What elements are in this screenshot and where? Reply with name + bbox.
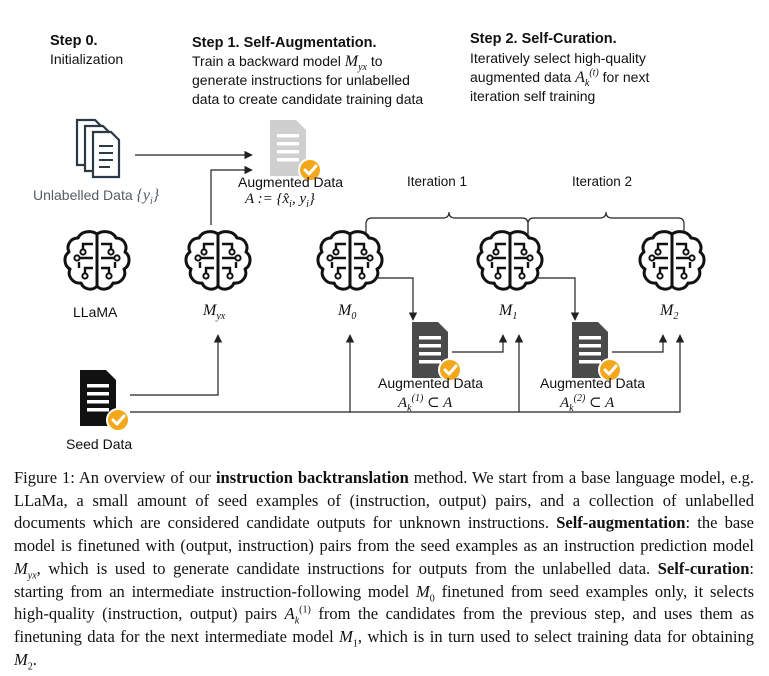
step0-title: Step 0. — [50, 33, 98, 49]
unlabelled-docs-icon — [75, 118, 121, 179]
step1-text: Train a backward model Myx to generate i… — [192, 53, 424, 107]
iteration-2-label: Iteration 2 — [572, 174, 633, 189]
llama-brain-icon — [63, 230, 131, 291]
connectors — [130, 150, 685, 413]
augmented-data-2-math: Ak(2) ⊂ A — [560, 393, 615, 414]
iteration-1-label: Iteration 1 — [407, 174, 468, 189]
step2-title: Step 2. Self-Curation. — [470, 31, 617, 47]
step2-text: Iteratively select high-quality augmente… — [470, 50, 650, 104]
seed-data-icon — [80, 370, 131, 433]
m0-label: M0 — [338, 302, 357, 323]
augmented-data-label: Augmented Data — [238, 174, 344, 190]
figure-caption: Figure 1: An overview of our instruction… — [14, 468, 755, 672]
augmented-data-2-label: Augmented Data — [540, 375, 646, 391]
m1-label: M1 — [499, 302, 518, 323]
m0-brain-icon — [316, 230, 384, 291]
augmented-data-1-math: Ak(1) ⊂ A — [398, 393, 453, 414]
step0-text: Initialization — [50, 51, 124, 67]
augmented-data-icon — [270, 120, 323, 183]
llama-label: LLaMA — [73, 304, 118, 320]
pipeline-diagram — [63, 118, 706, 433]
seed-data-label: Seed Data — [66, 436, 133, 452]
iteration-braces — [365, 211, 685, 234]
m1-brain-icon — [476, 230, 544, 291]
m2-brain-icon — [638, 230, 706, 291]
myx-label: Myx — [203, 302, 226, 323]
augmented-data-math: A := {x̂i, yi} — [245, 191, 315, 210]
unlabelled-data-label: Unlabelled Data {yi} — [33, 187, 160, 208]
m2-label: M2 — [660, 302, 679, 323]
step1-title: Step 1. Self-Augmentation. — [192, 35, 377, 51]
myx-brain-icon — [184, 230, 252, 291]
augmented-data-1-label: Augmented Data — [378, 375, 484, 391]
